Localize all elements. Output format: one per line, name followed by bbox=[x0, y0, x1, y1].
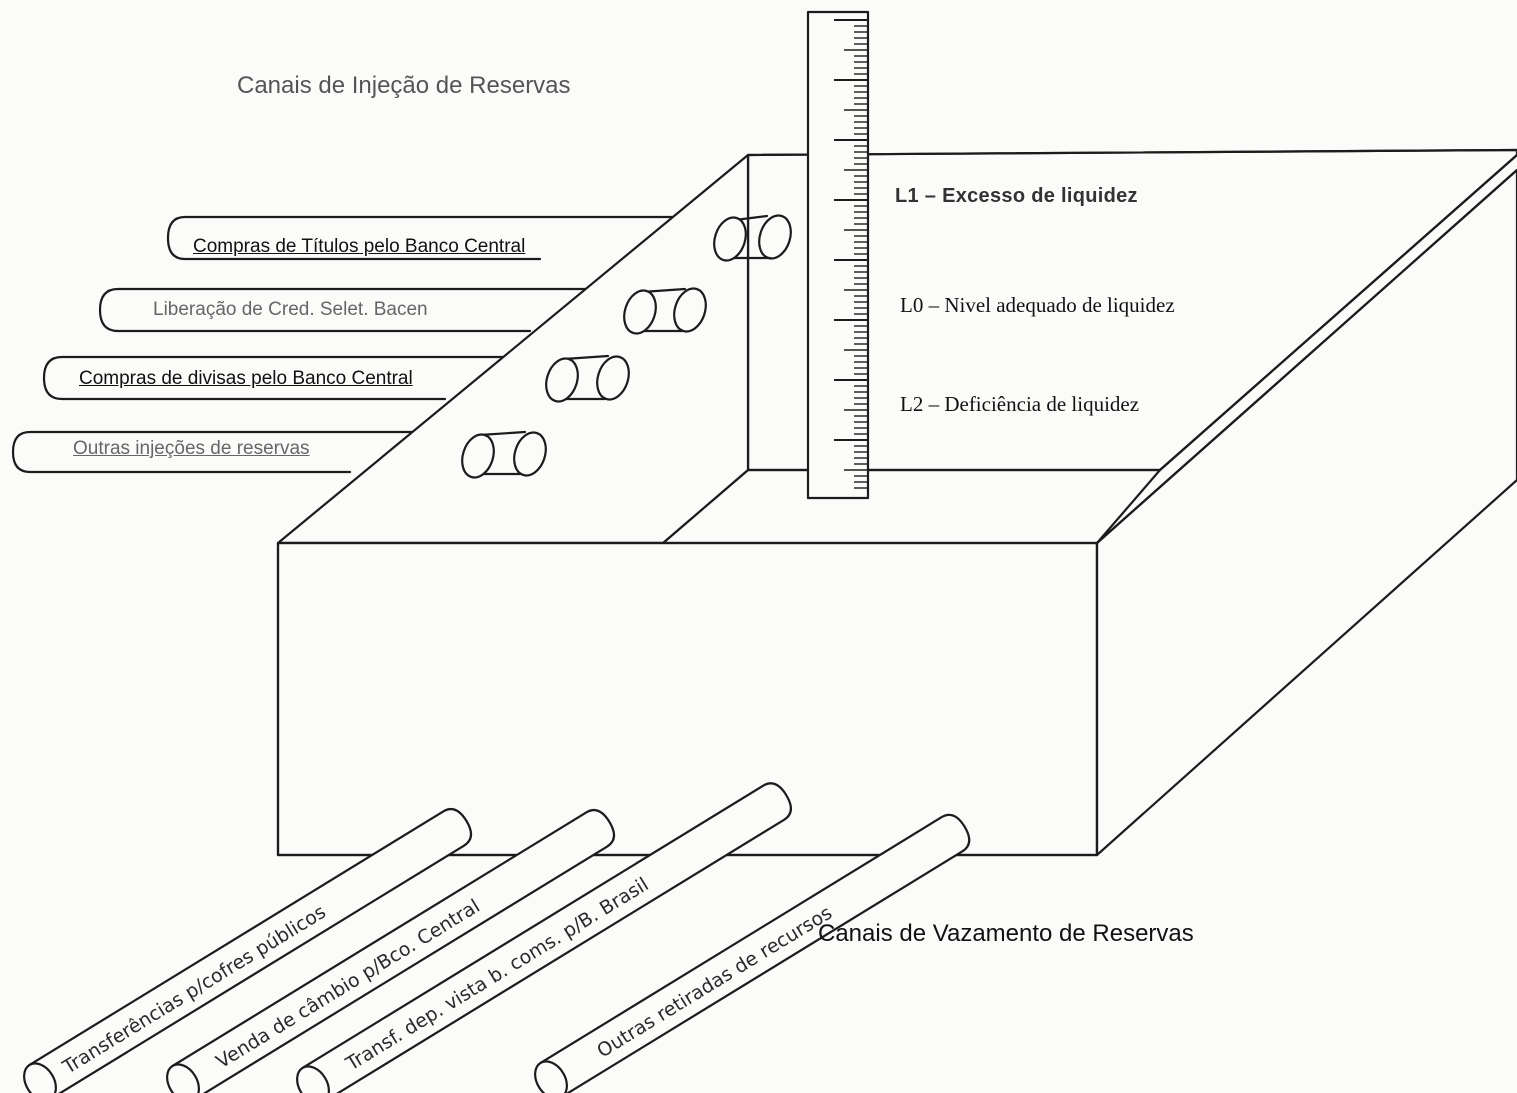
injection-pipe-3 bbox=[42, 355, 512, 401]
injection-title: Canais de Injeção de Reservas bbox=[237, 72, 571, 99]
leakage-title: Canais de Vazamento de Reservas bbox=[818, 920, 1194, 947]
level-l2-label: L2 – Deficiência de liquidez bbox=[900, 392, 1140, 416]
leakage-label-4: Outras retiradas de recursos bbox=[593, 902, 836, 1063]
inlet-2 bbox=[623, 287, 707, 335]
tank-inner-floor-edge bbox=[661, 468, 1162, 545]
injection-pipe-1 bbox=[166, 215, 687, 261]
liquidity-ruler bbox=[806, 10, 870, 500]
level-l1-label: L1 – Excesso de liquidez bbox=[895, 185, 1138, 207]
injection-label-3: Compras de divisas pelo Banco Central bbox=[79, 368, 413, 389]
injection-pipe-2 bbox=[98, 287, 592, 333]
inlet-1 bbox=[713, 214, 792, 262]
injection-label-2: Liberação de Cred. Selet. Bacen bbox=[153, 299, 428, 320]
inlet-3 bbox=[545, 354, 630, 403]
injection-label-4: Outras injeções de reservas bbox=[73, 438, 310, 459]
level-l0-label: L0 – Nivel adequado de liquidez bbox=[900, 293, 1175, 317]
injection-label-1: Compras de Títulos pelo Banco Central bbox=[193, 236, 526, 257]
tank-front-face bbox=[276, 541, 1099, 857]
injection-pipe-4 bbox=[11, 430, 422, 474]
tank-sloped-panel bbox=[276, 153, 750, 545]
inlet-4 bbox=[461, 430, 547, 479]
